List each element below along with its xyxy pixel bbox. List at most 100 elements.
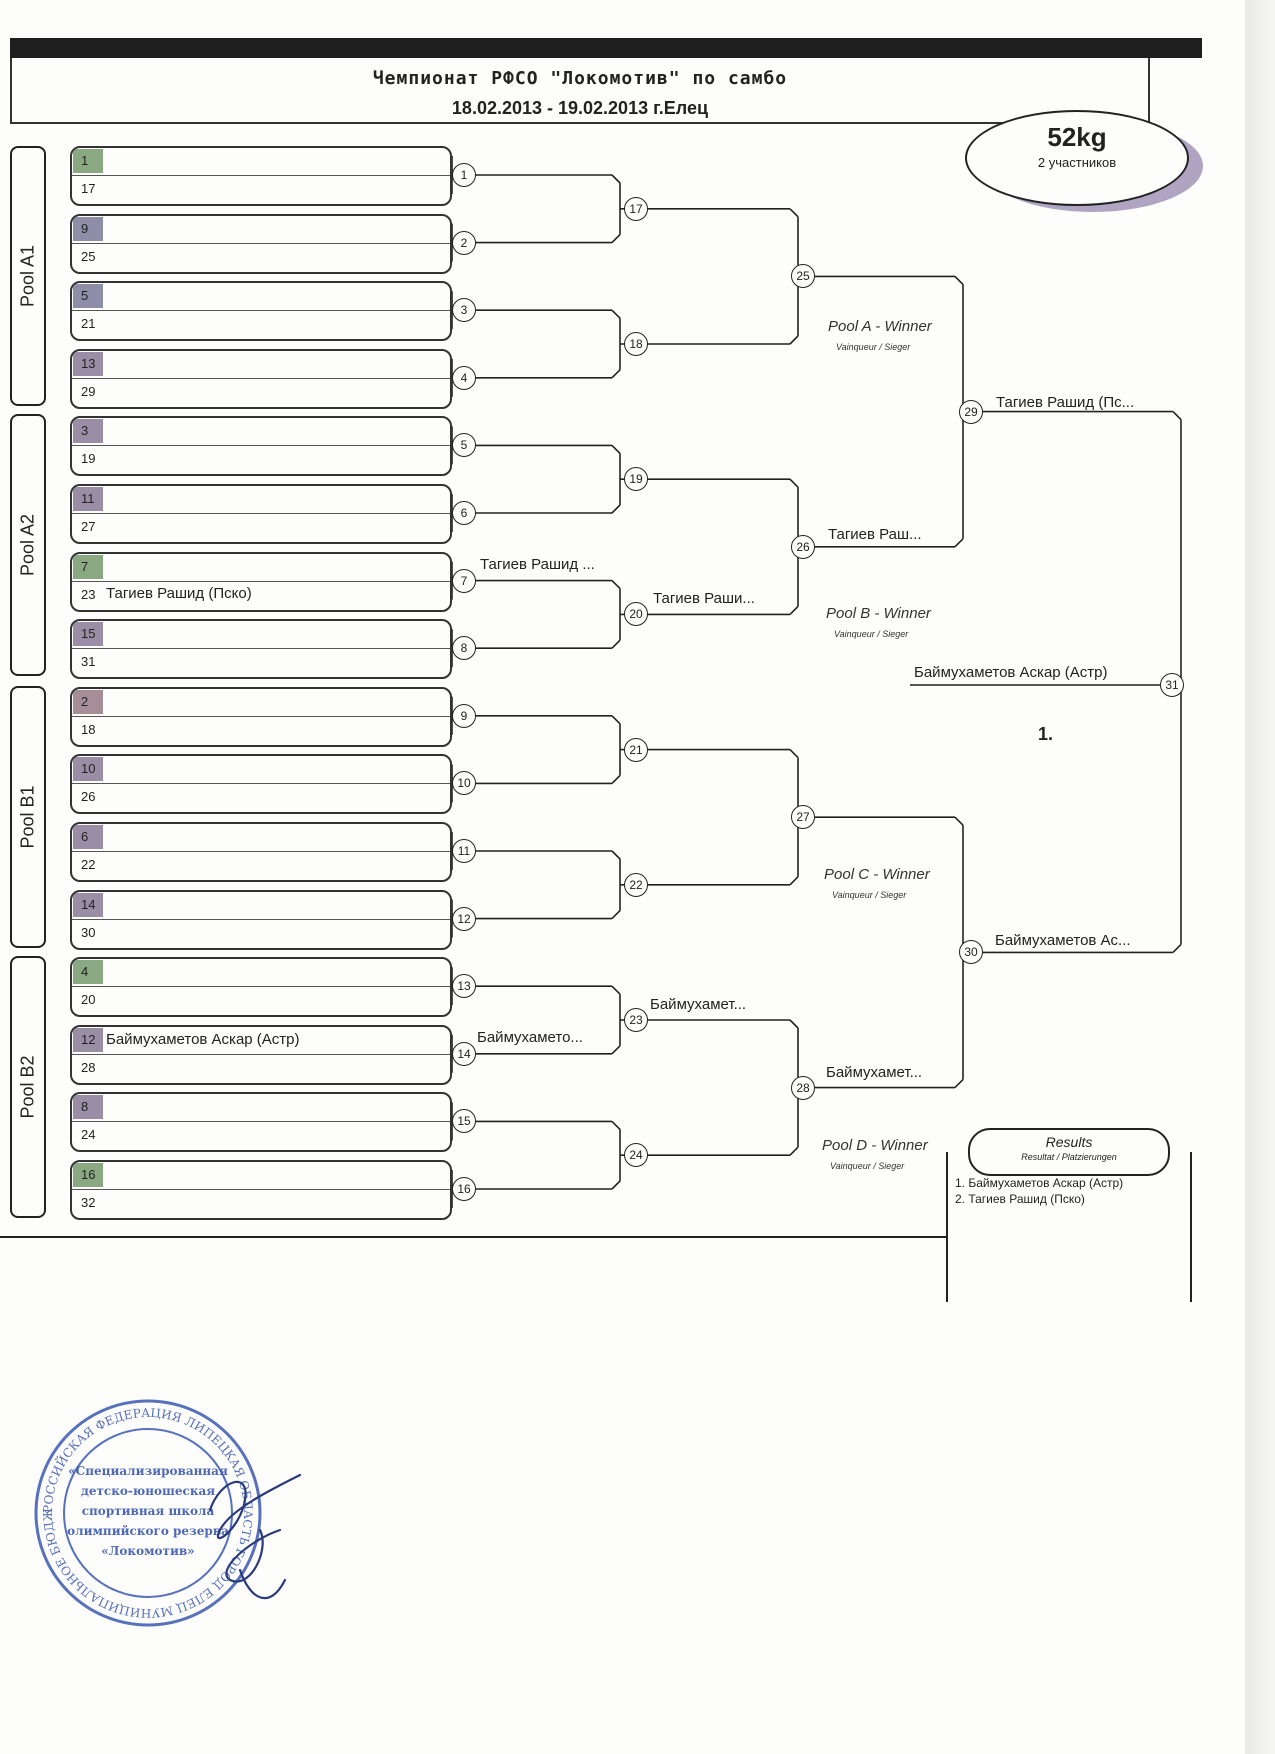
seed-bottom: 29 — [81, 383, 96, 399]
seed-top: 9 — [73, 216, 103, 241]
svg-text:олимпийского резерва: олимпийского резерва — [67, 1524, 229, 1538]
weight-class: 52kg — [1047, 122, 1107, 152]
pool-b-winner-sub: Vainqueur / Sieger — [834, 629, 909, 639]
winner-match-14: Баймухамето... — [477, 1029, 583, 1046]
match-number-28: 28 — [791, 1075, 815, 1100]
page-title: Чемпионат РФСО "Локомотив" по самбо — [372, 68, 788, 89]
seed-bottom: 22 — [81, 857, 96, 872]
winner-match-30: Баймухаметов Ас... — [995, 932, 1131, 949]
pool-name: Pool A2 — [17, 513, 38, 577]
bracket-entry: 6 22 — [70, 822, 452, 882]
signature — [208, 1473, 302, 1600]
match-number-12: 12 — [452, 906, 476, 931]
seed-bottom: 28 — [81, 1059, 96, 1075]
seed-top: 12 — [73, 1027, 103, 1052]
seed-top: 10 — [73, 757, 103, 782]
match-number-3: 3 — [452, 298, 476, 323]
pool-a-winner-label: Pool A - Winner — [828, 318, 932, 335]
svg-text:детско-юношеская: детско-юношеская — [81, 1484, 215, 1498]
pool-d-winner-sub: Vainqueur / Sieger — [830, 1161, 905, 1171]
match-number-30: 30 — [959, 940, 983, 965]
match-number-26: 26 — [791, 534, 815, 559]
results-subtitle: Resultat / Platzierungen — [1021, 1152, 1117, 1162]
match-number-7: 7 — [452, 568, 476, 593]
seed-top: 14 — [73, 892, 103, 917]
winner-match-20: Тагиев Раши... — [653, 590, 755, 607]
bottom-rule — [0, 1236, 948, 1238]
seed-bottom: 21 — [81, 316, 96, 332]
match-number-21: 21 — [624, 737, 648, 762]
seed-top: 5 — [73, 284, 103, 309]
seed-bottom: 19 — [81, 451, 96, 467]
match-number-17: 17 — [624, 196, 648, 221]
seed-bottom: 32 — [81, 1195, 96, 1210]
match-number-29: 29 — [959, 399, 983, 424]
official-stamp: РОССИЙСКАЯ ФЕДЕРАЦИЯ ЛИПЕЦКАЯ ОБЛАСТЬ ГО… — [28, 1393, 262, 1627]
match-number-16: 16 — [452, 1177, 476, 1201]
seed-bottom: 24 — [81, 1127, 96, 1143]
svg-text:«Локомотив»: «Локомотив» — [101, 1544, 194, 1558]
svg-text:спортивная школа: спортивная школа — [82, 1504, 215, 1518]
pool-name: Pool B1 — [17, 785, 38, 849]
bracket-entry: 12 28 Баймухаметов Аскар (Астр) — [70, 1024, 452, 1085]
pool-a-winner-sub: Vainqueur / Sieger — [836, 342, 911, 352]
event-dates: 18.02.2013 - 19.02.2013 г.Елец — [451, 98, 709, 118]
match-number-20: 20 — [624, 602, 648, 627]
match-number-25: 25 — [791, 264, 815, 289]
pool-label-2: Pool A2 — [10, 414, 46, 676]
match-number-11: 11 — [452, 839, 476, 863]
competitor-name-bottom: Тагиев Рашид (Пско) — [106, 584, 252, 602]
pool-c-winner-sub: Vainqueur / Sieger — [832, 890, 907, 900]
bracket-entry: 11 27 — [70, 484, 452, 544]
match-number-5: 5 — [452, 433, 476, 458]
first-place-label: 1. — [1038, 724, 1054, 744]
match-number-4: 4 — [452, 365, 476, 390]
seed-top: 3 — [73, 419, 103, 444]
header: Чемпионат РФСО "Локомотив" по самбо 18.0… — [10, 58, 1150, 124]
scan-edge — [1245, 0, 1275, 1754]
winner-match-26: Тагиев Раш... — [828, 526, 922, 543]
seed-top: 11 — [73, 487, 103, 511]
pool-label-3: Pool B1 — [10, 686, 46, 948]
seed-bottom: 27 — [81, 519, 96, 534]
seed-top: 2 — [73, 689, 103, 714]
bracket-entry: 1 17 — [70, 146, 452, 206]
seed-top: 15 — [73, 622, 103, 647]
seed-top: 1 — [73, 149, 103, 173]
seed-bottom: 23 — [81, 586, 96, 602]
match-number-23: 23 — [624, 1008, 648, 1032]
result-2: 2. Тагиев Рашид (Пско) — [955, 1192, 1085, 1206]
seed-bottom: 25 — [81, 248, 96, 264]
participant-count: 2 участников — [1037, 155, 1117, 170]
seed-bottom: 17 — [81, 181, 96, 196]
seed-bottom: 18 — [81, 721, 96, 737]
seed-bottom: 30 — [81, 924, 96, 940]
match-number-18: 18 — [624, 332, 648, 356]
match-number-24: 24 — [624, 1143, 648, 1168]
pool-name: Pool B2 — [17, 1055, 38, 1119]
pool-label-1: Pool A1 — [10, 146, 46, 406]
results-list: 1. Баймухаметов Аскар (Астр) 2. Тагиев Р… — [955, 1175, 1123, 1207]
seed-top: 13 — [73, 351, 103, 376]
competitor-name-top: Баймухаметов Аскар (Астр) — [106, 1030, 300, 1048]
seed-top: 6 — [73, 825, 103, 849]
match-number-22: 22 — [624, 872, 648, 897]
pool-label-4: Pool B2 — [10, 956, 46, 1218]
winner-match-28: Баймухамет... — [826, 1064, 923, 1081]
seed-top: 4 — [73, 960, 103, 985]
match-number-19: 19 — [624, 467, 648, 492]
match-number-14: 14 — [452, 1041, 476, 1066]
winner-match-23: Баймухамет... — [650, 996, 747, 1013]
result-1: 1. Баймухаметов Аскар (Астр) — [955, 1176, 1124, 1190]
match-number-10: 10 — [452, 771, 476, 796]
match-number-6: 6 — [452, 501, 476, 525]
seed-top: 16 — [73, 1163, 103, 1187]
